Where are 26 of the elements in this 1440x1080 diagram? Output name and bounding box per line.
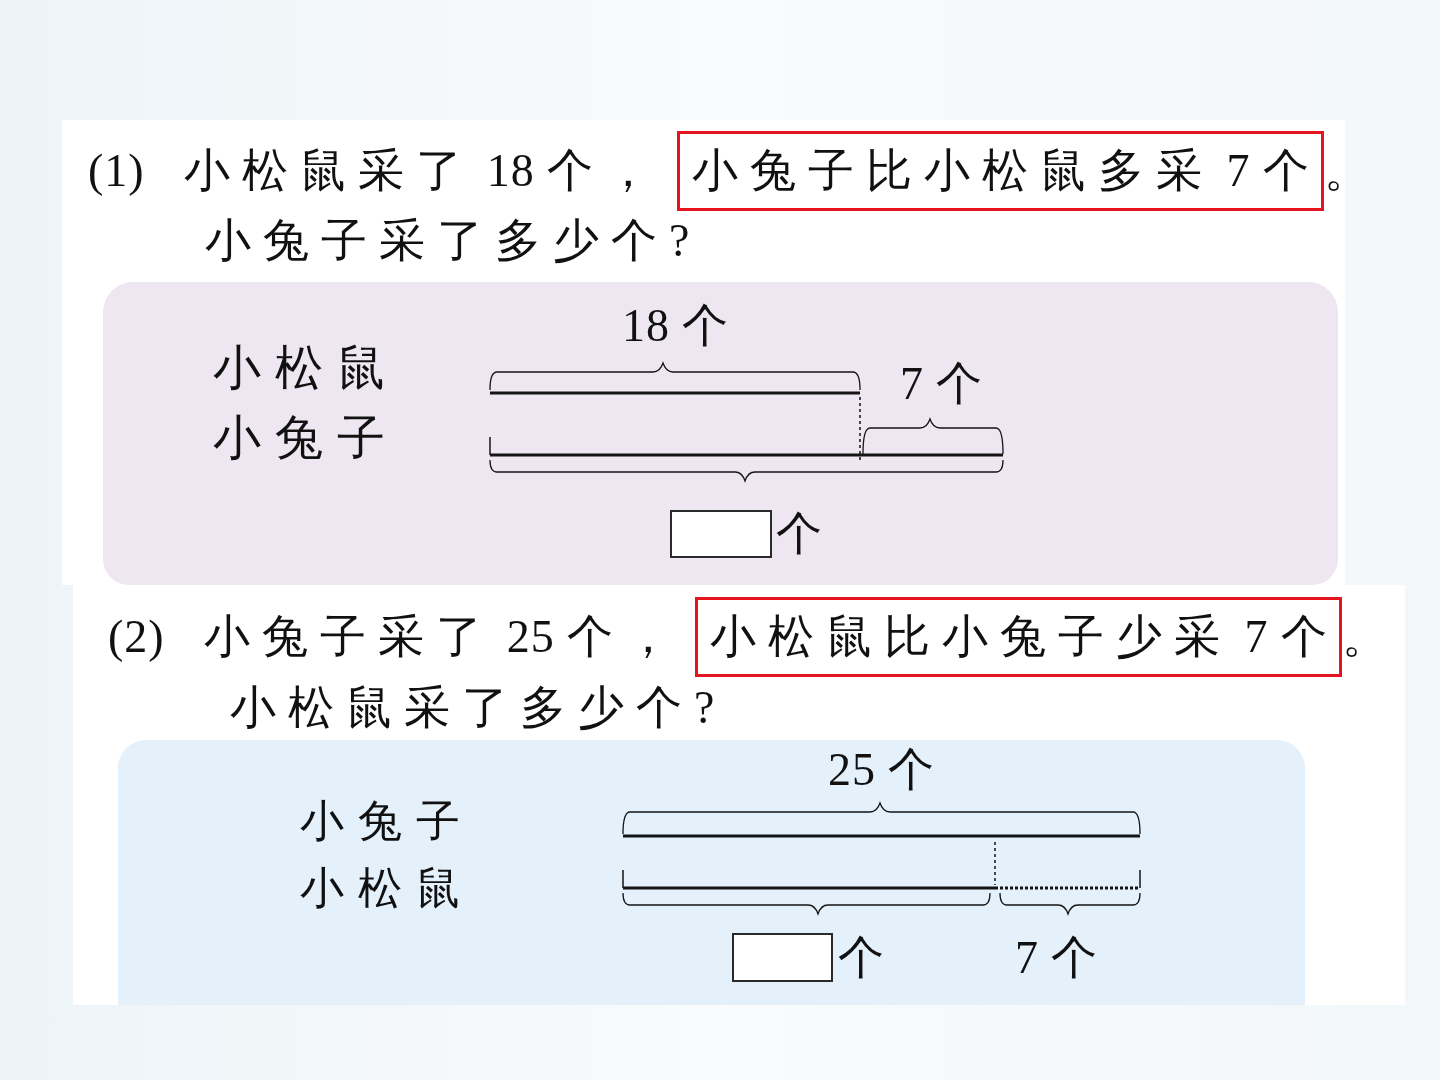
question-text: 小兔子采了多少个? [205, 218, 691, 264]
diagram-panel [103, 282, 1338, 585]
diagram-panel [118, 740, 1305, 1005]
highlight-frame [677, 131, 1324, 211]
answer-box [670, 510, 772, 558]
row-label: 小松鼠 [213, 344, 399, 392]
row-label: 小松鼠 [300, 867, 474, 911]
answer-box [732, 933, 833, 982]
condition-text: 小兔子比小松鼠多采 7 个 [692, 148, 1321, 194]
question-number: (2) [108, 614, 165, 660]
quantity-label: 25 个 [828, 747, 947, 793]
highlight-frame [695, 597, 1342, 677]
question-text: 小松鼠采了 18 个， [184, 148, 664, 194]
quantity-label: 7 个 [900, 361, 995, 407]
row-label: 小兔子 [213, 414, 399, 462]
full-stop: 。 [1341, 614, 1388, 660]
quantity-label: 18 个 [622, 303, 741, 349]
quantity-label: 7 个 [1015, 935, 1110, 981]
question-text: 小松鼠采了多少个? [230, 685, 716, 731]
question-text: 小兔子采了 25 个， [204, 614, 684, 660]
unit-label: 个 [838, 935, 896, 981]
condition-text: 小松鼠比小兔子少采 7 个 [710, 614, 1339, 660]
question-number: (1) [88, 148, 145, 194]
row-label: 小兔子 [300, 800, 474, 844]
full-stop: 。 [1323, 148, 1370, 194]
unit-label: 个 [776, 511, 834, 557]
